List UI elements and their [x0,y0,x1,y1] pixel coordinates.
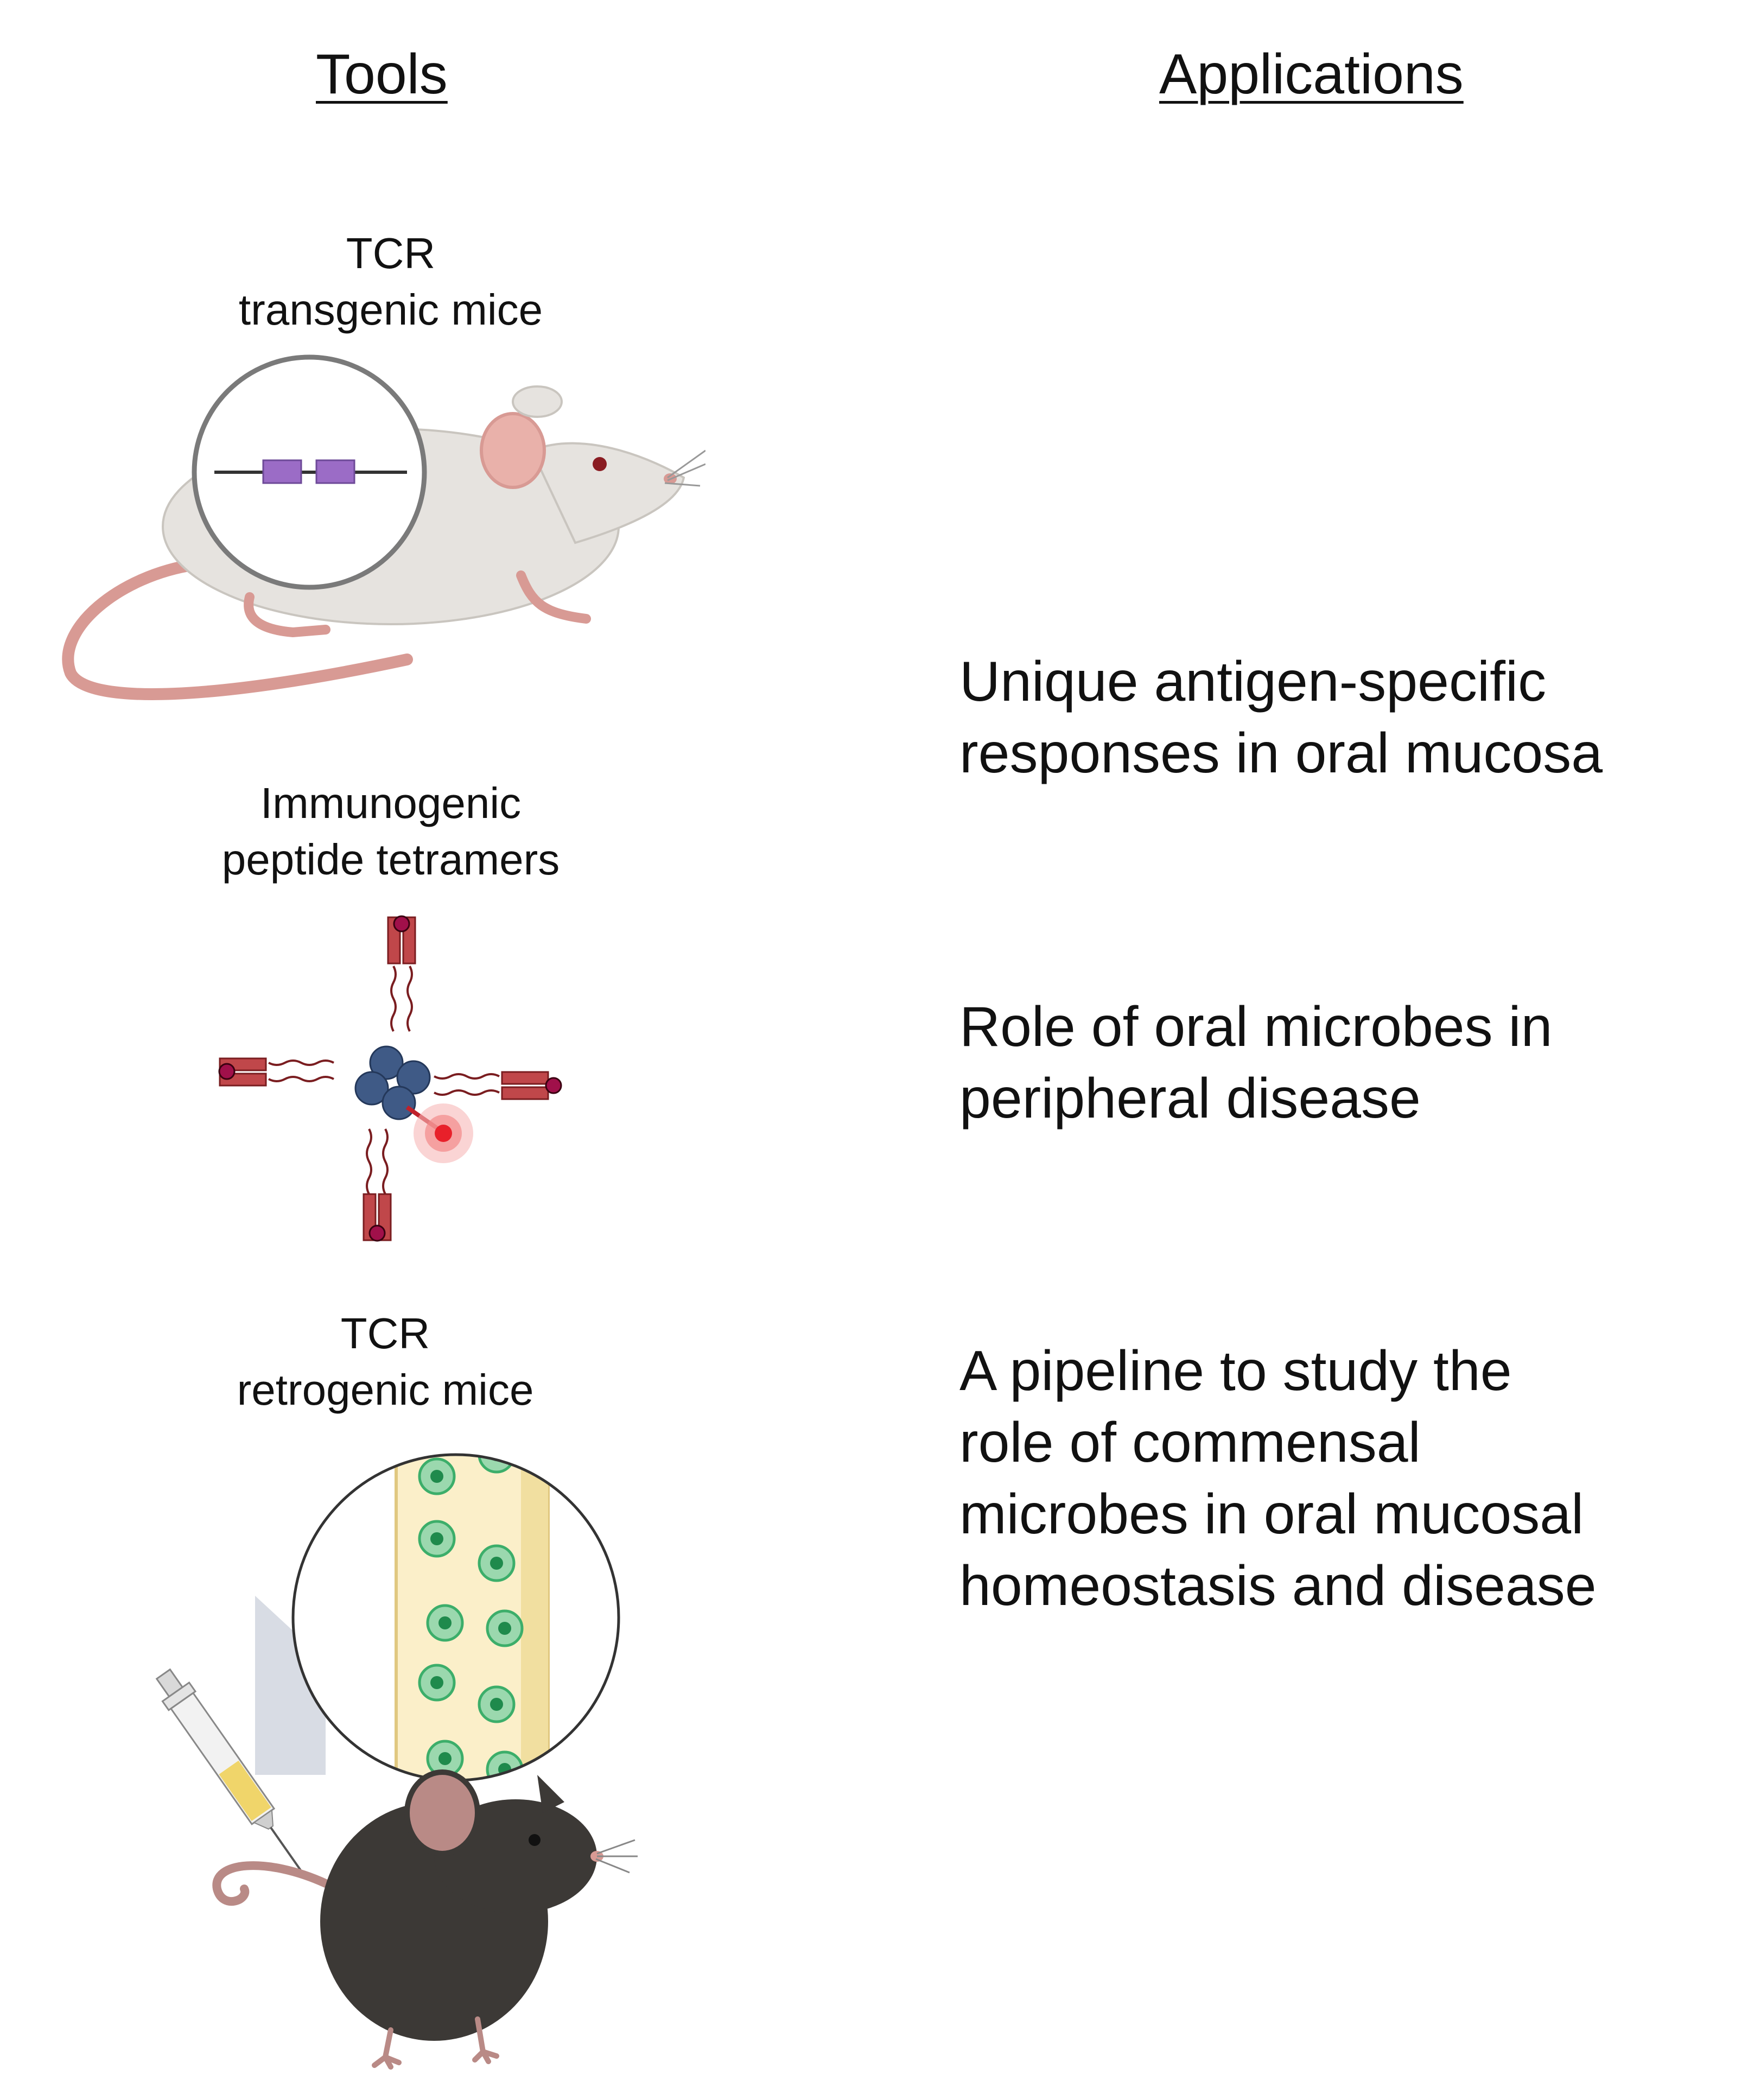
tool-label-line1: Immunogenic [260,779,522,827]
application-line: Role of oral microbes in [959,995,1553,1058]
application-line: A pipeline to study the [959,1340,1512,1403]
tetramer-icon [218,915,562,1242]
application-commensal-microbes-pipeline: A pipeline to study the role of commensa… [959,1335,1597,1622]
application-line: peripheral disease [959,1067,1421,1131]
tool-label-line2: peptide tetramers [221,835,560,884]
tool-label-retrogenic-mice: TCR retrogenic mice [87,1305,684,1418]
tool-label-line1: TCR [340,1309,430,1357]
application-line: microbes in oral mucosal [959,1483,1584,1546]
tool-label-line2: transgenic mice [238,286,543,334]
tool-label-line1: TCR [346,229,436,277]
tool-label-transgenic-mice: TCR transgenic mice [92,225,689,338]
white-mouse-with-transgene-icon [62,354,705,700]
application-antigen-specific-responses: Unique antigen-specific responses in ora… [959,646,1603,789]
syringe-black-mouse-bone-marrow-icon [155,1453,638,2070]
application-line: responses in oral mucosa [959,722,1603,785]
application-line: homeostasis and disease [959,1555,1597,1618]
tools-heading: Tools [316,43,448,106]
applications-heading: Applications [1159,43,1464,106]
tool-label-line2: retrogenic mice [237,1366,534,1414]
tool-label-peptide-tetramers: Immunogenic peptide tetramers [92,775,689,888]
application-line: role of commensal [959,1411,1421,1475]
application-line: Unique antigen-specific [959,650,1547,713]
application-oral-microbes-peripheral-disease: Role of oral microbes in peripheral dise… [959,991,1552,1134]
